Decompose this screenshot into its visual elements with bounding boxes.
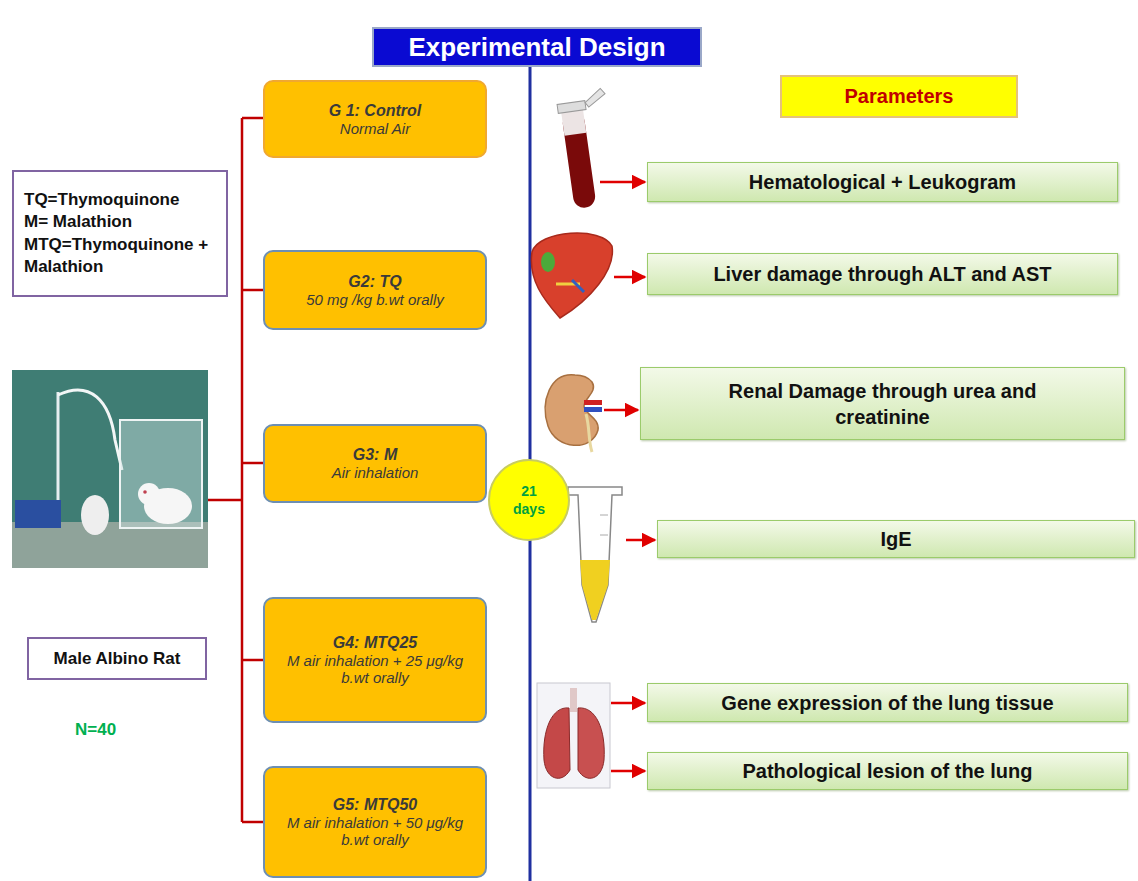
subject-box: Male Albino Rat	[27, 637, 207, 680]
liver-icon	[531, 233, 612, 318]
photo-background	[12, 370, 208, 568]
gallbladder	[541, 252, 555, 272]
bracket-spine	[241, 118, 244, 822]
renal-vein	[584, 407, 602, 412]
blood-tube-icon	[556, 88, 621, 210]
bracket-stem	[208, 499, 242, 502]
node-text: MTQ=Thymoquinone + Malathion	[24, 234, 216, 278]
group-box: G4: MTQ25M air inhalation + 25 μg/kg b.w…	[263, 597, 487, 723]
trachea	[570, 688, 577, 712]
rat-photo	[12, 370, 208, 568]
photo-rat-eye	[143, 490, 147, 494]
node-text: Hematological + Leukogram	[749, 169, 1016, 195]
photo-tube	[58, 390, 122, 470]
bracket-tick	[242, 462, 263, 465]
node-text: G5: MTQ50	[333, 796, 417, 814]
tube-mark	[600, 535, 608, 536]
bracket-tick	[242, 117, 263, 120]
node-text: M= Malathion	[24, 211, 132, 233]
node-text: TQ=Thymoquinone	[24, 189, 179, 211]
pointer-arrow	[600, 181, 645, 184]
photo-pump	[15, 500, 61, 528]
serum-tube-icon	[568, 487, 622, 622]
parameter-box: Renal Damage through urea and creatinine	[640, 367, 1125, 440]
lung-right	[578, 708, 604, 778]
parameter-box: Pathological lesion of the lung	[647, 752, 1128, 790]
parameter-box: Hematological + Leukogram	[647, 162, 1118, 202]
lung-icon	[537, 683, 610, 788]
photo-bottle	[81, 495, 109, 535]
bracket-tick	[242, 659, 263, 662]
pointer-arrow	[611, 770, 645, 773]
circle-shape	[489, 460, 569, 540]
node-text: G3: M	[353, 446, 397, 464]
photo-rat-head	[138, 483, 160, 505]
node-text: M air inhalation + 25 μg/kg b.wt orally	[279, 652, 471, 686]
kidney-icon	[545, 375, 602, 452]
pointer-arrow	[611, 702, 645, 705]
pointer-arrow	[604, 409, 638, 412]
tube-cap	[557, 101, 586, 114]
node-text: Pathological lesion of the lung	[742, 758, 1032, 784]
parameters-heading: Parameters	[780, 75, 1018, 118]
node-text: M air inhalation + 50 μg/kg b.wt orally	[279, 814, 471, 848]
abbreviation-box: TQ=ThymoquinoneM= MalathionMTQ=Thymoquin…	[12, 170, 228, 297]
parameter-box: Gene expression of the lung tissue	[647, 683, 1128, 722]
node-text: IgE	[880, 526, 911, 552]
node-text: Parameters	[845, 85, 954, 108]
node-text: 21 days	[507, 482, 551, 518]
diagram-title: Experimental Design	[372, 27, 702, 67]
group-box: G3: MAir inhalation	[263, 424, 487, 503]
pointer-arrow	[626, 539, 655, 542]
lung-left	[544, 708, 570, 778]
node-text: Normal Air	[340, 120, 410, 137]
pointer-arrow	[614, 276, 645, 279]
parameter-box: IgE	[657, 520, 1135, 558]
renal-artery	[584, 400, 602, 405]
group-box: G 1: ControlNormal Air	[263, 80, 487, 158]
liver-shape	[531, 233, 612, 318]
node-text: G2: TQ	[348, 273, 401, 291]
node-text: Renal Damage through urea and creatinine	[703, 378, 1063, 430]
lung-frame	[537, 683, 610, 788]
group-box: G5: MTQ50M air inhalation + 50 μg/kg b.w…	[263, 766, 487, 878]
node-text: G 1: Control	[329, 102, 421, 120]
node-text: Male Albino Rat	[54, 649, 181, 669]
circle-outline	[487, 458, 571, 542]
duration-circle: 21 days	[487, 458, 571, 542]
tube-mark	[600, 515, 608, 516]
tube-serum	[580, 560, 610, 620]
bracket-tick	[242, 821, 263, 824]
liver-vessel	[572, 280, 584, 292]
node-text: Air inhalation	[332, 464, 419, 481]
node-text: G4: MTQ25	[333, 634, 417, 652]
sample-size-label: N=40	[75, 720, 116, 740]
node-text: Gene expression of the lung tissue	[721, 690, 1053, 716]
group-box: G2: TQ50 mg /kg b.wt orally	[263, 250, 487, 330]
ureter	[586, 414, 592, 452]
parameter-box: Liver damage through ALT and AST	[647, 253, 1118, 295]
bracket-tick	[242, 289, 263, 292]
tube-flap	[583, 88, 606, 108]
node-text: 50 mg /kg b.wt orally	[306, 291, 444, 308]
photo-chamber	[120, 420, 202, 528]
node-text: Liver damage through ALT and AST	[713, 261, 1051, 287]
tube-outline	[568, 487, 622, 622]
